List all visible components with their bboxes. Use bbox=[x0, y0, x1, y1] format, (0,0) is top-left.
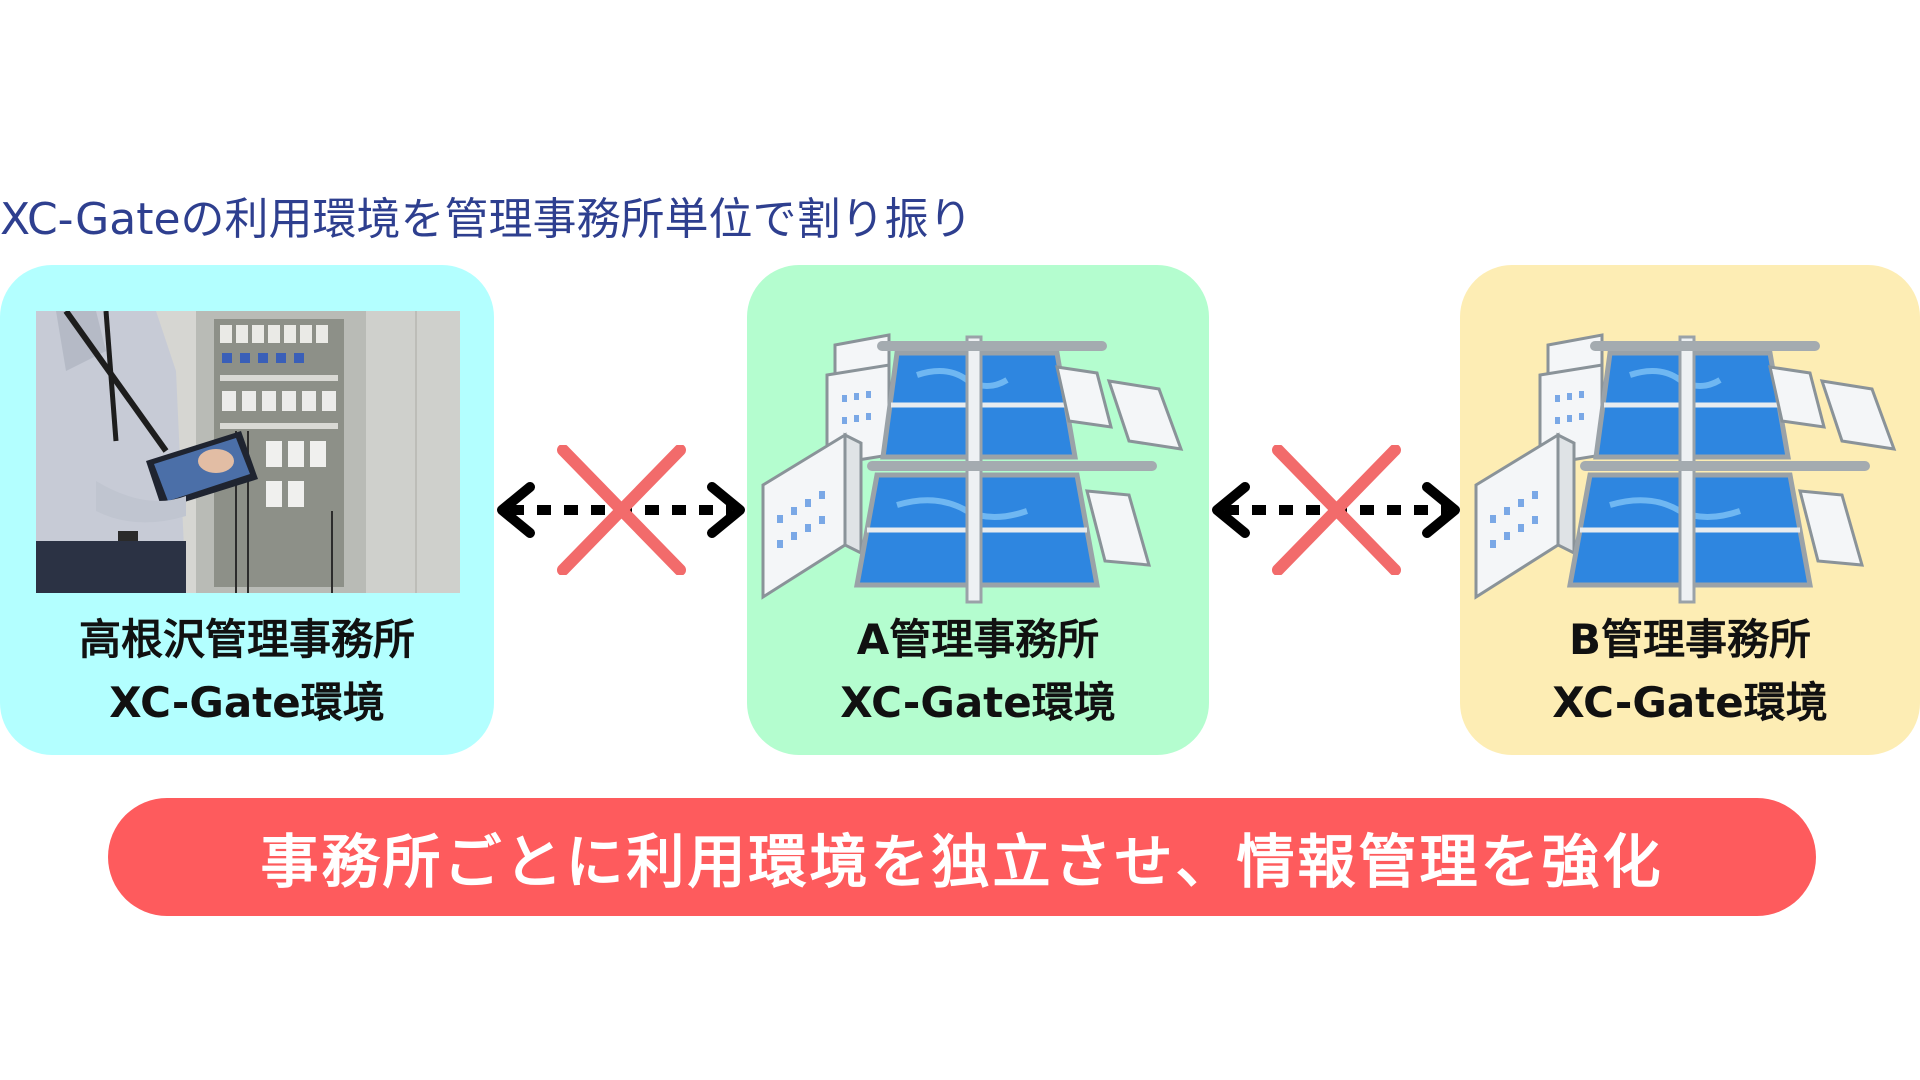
panel-takanezawa-office: 高根沢管理事務所 XC-Gate環境 bbox=[0, 265, 494, 755]
panel-title-line1: 高根沢管理事務所 bbox=[78, 615, 415, 664]
panel-title-line2: XC-Gate環境 bbox=[1552, 678, 1828, 727]
panel-title-line1: B管理事務所 bbox=[1568, 615, 1811, 664]
panel-title-line2: XC-Gate環境 bbox=[109, 678, 385, 727]
blocked-connection-2 bbox=[1205, 444, 1467, 576]
banner-text: 事務所ごとに利用環境を独立させ、情報管理を強化 bbox=[260, 828, 1664, 896]
blocked-bidirectional-arrow-icon bbox=[497, 444, 745, 576]
panel-a-office: A管理事務所 XC-Gate環境 bbox=[747, 265, 1209, 755]
blocked-bidirectional-arrow-icon bbox=[1212, 444, 1460, 576]
water-treatment-plant-illustration bbox=[757, 315, 1197, 615]
diagram-subtitle: XC-Gateの利用環境を管理事務所単位で割り振り bbox=[0, 194, 973, 245]
panel-title-line2: XC-Gate環境 bbox=[840, 678, 1116, 727]
worker-with-tablet-at-control-panel-photo bbox=[36, 311, 460, 593]
conclusion-banner: 事務所ごとに利用環境を独立させ、情報管理を強化 bbox=[108, 798, 1816, 916]
blocked-connection-1 bbox=[490, 444, 752, 576]
panel-b-office: B管理事務所 XC-Gate環境 bbox=[1460, 265, 1920, 755]
water-treatment-plant-illustration bbox=[1470, 315, 1910, 615]
panel-title-line1: A管理事務所 bbox=[856, 615, 1100, 664]
